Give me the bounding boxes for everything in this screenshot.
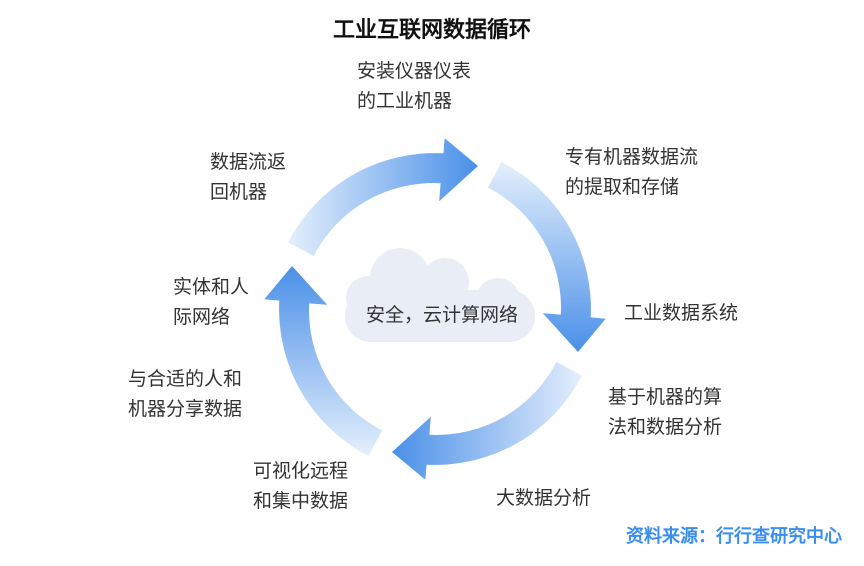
- step-label-share-data: 与合适的人和机器分享数据: [128, 368, 243, 420]
- arrow-segment-right: [487, 162, 606, 352]
- source-note: 资料来源：行行查研究中心: [626, 526, 842, 547]
- arrow-segment-top: [288, 138, 478, 257]
- step-label-big-data-analysis: 大数据分析: [496, 487, 592, 509]
- step-label-physical-network: 实体和人际网络: [173, 276, 250, 328]
- arrow-segment-bottom: [392, 361, 582, 480]
- cloud-icon: [345, 248, 535, 342]
- step-label-industrial-data-system: 工业数据系统: [624, 302, 739, 324]
- step-label-install-instruments: 安装仪器仪表的工业机器: [357, 60, 472, 112]
- center-label: 安全，云计算网络: [365, 304, 518, 326]
- step-label-algorithm-analysis: 基于机器的算法和数据分析: [608, 386, 723, 438]
- diagram-title: 工业互联网数据循环: [332, 18, 531, 43]
- step-label-visualization: 可视化远程和集中数据: [253, 460, 349, 512]
- step-label-extract-store: 专有机器数据流的提取和存储: [565, 146, 699, 198]
- arrow-segment-left: [264, 266, 383, 456]
- step-label-data-return: 数据流返回机器: [210, 151, 287, 203]
